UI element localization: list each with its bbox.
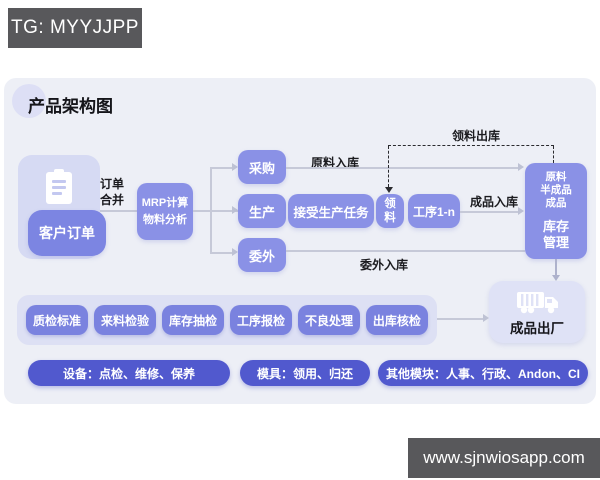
connector-raw-in bbox=[286, 167, 519, 169]
quality-node-process-report: 工序报检 bbox=[229, 305, 292, 335]
connector-quality-to-out bbox=[437, 318, 484, 320]
mrp-line2: 物料分析 bbox=[143, 213, 187, 226]
inventory-item-semi: 半成品 bbox=[540, 184, 572, 196]
quality-node-outbound-check: 出库核检 bbox=[365, 305, 428, 335]
dashed-material-out-v-right bbox=[553, 146, 554, 163]
inventory-items: 原料 半成品 成品 bbox=[540, 171, 572, 210]
material-req-line2: 料 bbox=[384, 212, 396, 224]
arrowhead-outsourcing bbox=[232, 248, 238, 256]
quality-panel: 质检标准 来料检验 库存抽检 工序报检 不良处理 出库核检 bbox=[17, 295, 437, 345]
material-requisition-node: 领 料 bbox=[376, 194, 404, 228]
pill-equipment: 设备：点检、维修、保养 bbox=[28, 360, 230, 386]
quality-node-stock-sampling: 库存抽检 bbox=[161, 305, 224, 335]
outsourcing-node: 委外 bbox=[238, 238, 286, 272]
arrowhead-raw-in bbox=[518, 163, 524, 171]
mrp-line1: MRP计算 bbox=[141, 196, 189, 209]
outsource-in-label: 委外入库 bbox=[360, 258, 409, 272]
finished-in-label: 成品入库 bbox=[470, 195, 519, 209]
quality-node-incoming: 来料检验 bbox=[93, 305, 156, 335]
finished-goods-out-node: 成品出厂 bbox=[489, 281, 585, 343]
connector-inventory-out bbox=[555, 259, 557, 276]
quality-node-standard: 质检标准 bbox=[26, 305, 89, 335]
order-merge-line1: 订单 bbox=[100, 177, 125, 191]
inventory-mgmt-line2: 管理 bbox=[542, 235, 569, 250]
arrowhead-finished-in bbox=[518, 207, 524, 215]
procurement-node: 采购 bbox=[238, 150, 286, 184]
tg-watermark-badge: TG: MYYJJPP bbox=[8, 8, 142, 48]
connector-outsource-in bbox=[286, 250, 525, 252]
arrowhead-inventory-out bbox=[552, 275, 560, 281]
connector-finished-in bbox=[460, 211, 518, 213]
connector-bracket bbox=[210, 167, 212, 253]
pill-other-modules: 其他模块：人事、行政、Andon、CI bbox=[378, 360, 588, 386]
connector-order-to-mrp bbox=[100, 210, 137, 212]
production-node: 生产 bbox=[238, 194, 286, 228]
dashed-material-out-h bbox=[388, 145, 554, 146]
url-watermark-bar: www.sjnwiosapp.com bbox=[408, 438, 600, 478]
truck-icon bbox=[517, 292, 558, 314]
title-decor-circle bbox=[12, 84, 46, 118]
customer-order-node: 客户订单 bbox=[28, 210, 106, 256]
quality-node-defect: 不良处理 bbox=[297, 305, 360, 335]
inventory-item-finished: 成品 bbox=[545, 197, 567, 209]
clipboard-icon bbox=[46, 169, 72, 204]
dashed-material-out-v-left bbox=[388, 146, 389, 187]
inventory-mgmt-label: 库存 管理 bbox=[543, 219, 569, 251]
connector-to-procurement bbox=[210, 167, 232, 169]
inventory-item-raw: 原料 bbox=[545, 171, 567, 183]
arrowhead-production bbox=[232, 206, 238, 214]
arrowhead-procurement bbox=[232, 163, 238, 171]
arrowhead-quality-to-out bbox=[483, 314, 489, 322]
page-title: 产品架构图 bbox=[28, 97, 113, 116]
pill-mold: 模具：领用、归还 bbox=[240, 360, 370, 386]
raw-material-in-label: 原料入库 bbox=[311, 156, 360, 170]
accept-task-node: 接受生产任务 bbox=[288, 194, 374, 228]
finished-goods-out-label: 成品出厂 bbox=[510, 321, 564, 336]
inventory-mgmt-line1: 库存 bbox=[542, 219, 569, 234]
arrowhead-material-out bbox=[385, 187, 393, 193]
mrp-node: MRP计算 物料分析 bbox=[137, 183, 193, 240]
connector-to-outsourcing bbox=[210, 252, 232, 254]
order-merge-line2: 合并 bbox=[100, 193, 125, 207]
inventory-node: 原料 半成品 成品 库存 管理 bbox=[525, 163, 587, 259]
material-req-line1: 领 bbox=[384, 198, 396, 210]
connector-mrp-to-production bbox=[193, 210, 238, 212]
order-merge-label: 订单合并 bbox=[100, 176, 124, 208]
process-node: 工序1-n bbox=[408, 194, 460, 228]
material-out-label: 领料出库 bbox=[452, 129, 501, 143]
